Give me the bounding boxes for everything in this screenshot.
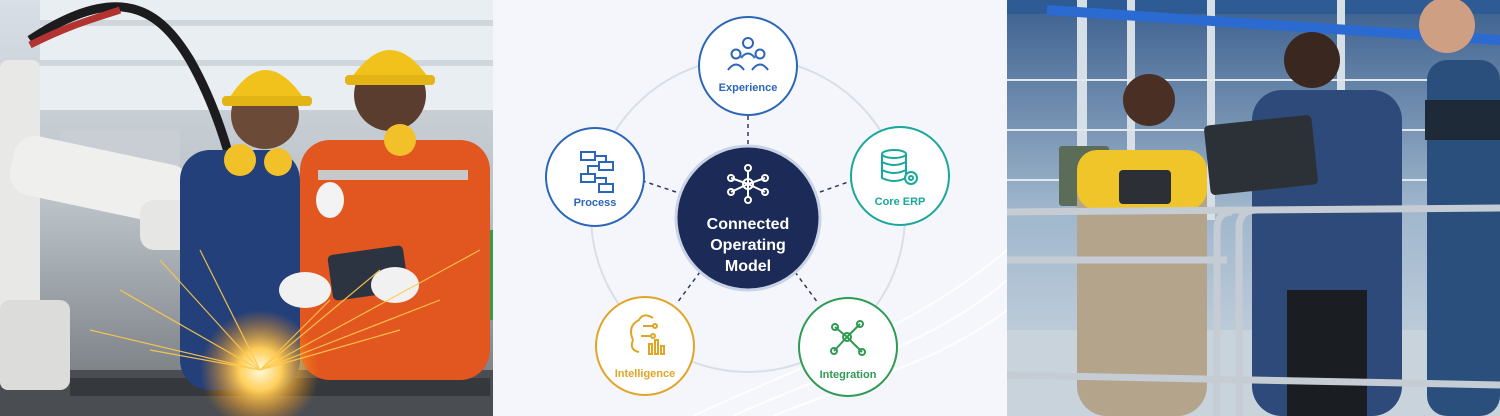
network-icon bbox=[830, 320, 866, 356]
flowchart-icon bbox=[580, 151, 614, 193]
connector-process bbox=[642, 180, 677, 193]
node-label-intelligence: Intelligence bbox=[615, 368, 676, 380]
photo-factory-team bbox=[1007, 0, 1500, 416]
node-label-experience: Experience bbox=[719, 82, 778, 94]
node-label-integration: Integration bbox=[820, 369, 877, 381]
brain-chart-icon bbox=[630, 314, 665, 355]
network-hub-icon bbox=[727, 164, 769, 204]
node-label-core-erp: Core ERP bbox=[875, 196, 926, 208]
operating-model-diagram: Connected Operating Model Experience bbox=[493, 0, 1007, 416]
center-title-line-2: Operating bbox=[710, 237, 786, 254]
node-intelligence: Intelligence bbox=[595, 296, 695, 396]
node-core-erp: Core ERP bbox=[850, 126, 950, 226]
connector-integration bbox=[794, 271, 819, 304]
database-gear-icon bbox=[881, 149, 918, 185]
center-title-line-1: Connected bbox=[707, 216, 790, 233]
center-title-line-3: Model bbox=[725, 258, 771, 275]
node-process: Process bbox=[545, 127, 645, 227]
connector-intelligence bbox=[676, 271, 701, 304]
node-integration: Integration bbox=[798, 297, 898, 397]
people-icon bbox=[727, 37, 769, 71]
photo-welding-workers bbox=[0, 0, 493, 416]
node-experience: Experience bbox=[698, 16, 798, 116]
center-node: Connected Operating Model bbox=[674, 144, 822, 292]
node-label-process: Process bbox=[574, 197, 617, 209]
connector-core-erp bbox=[819, 180, 852, 193]
